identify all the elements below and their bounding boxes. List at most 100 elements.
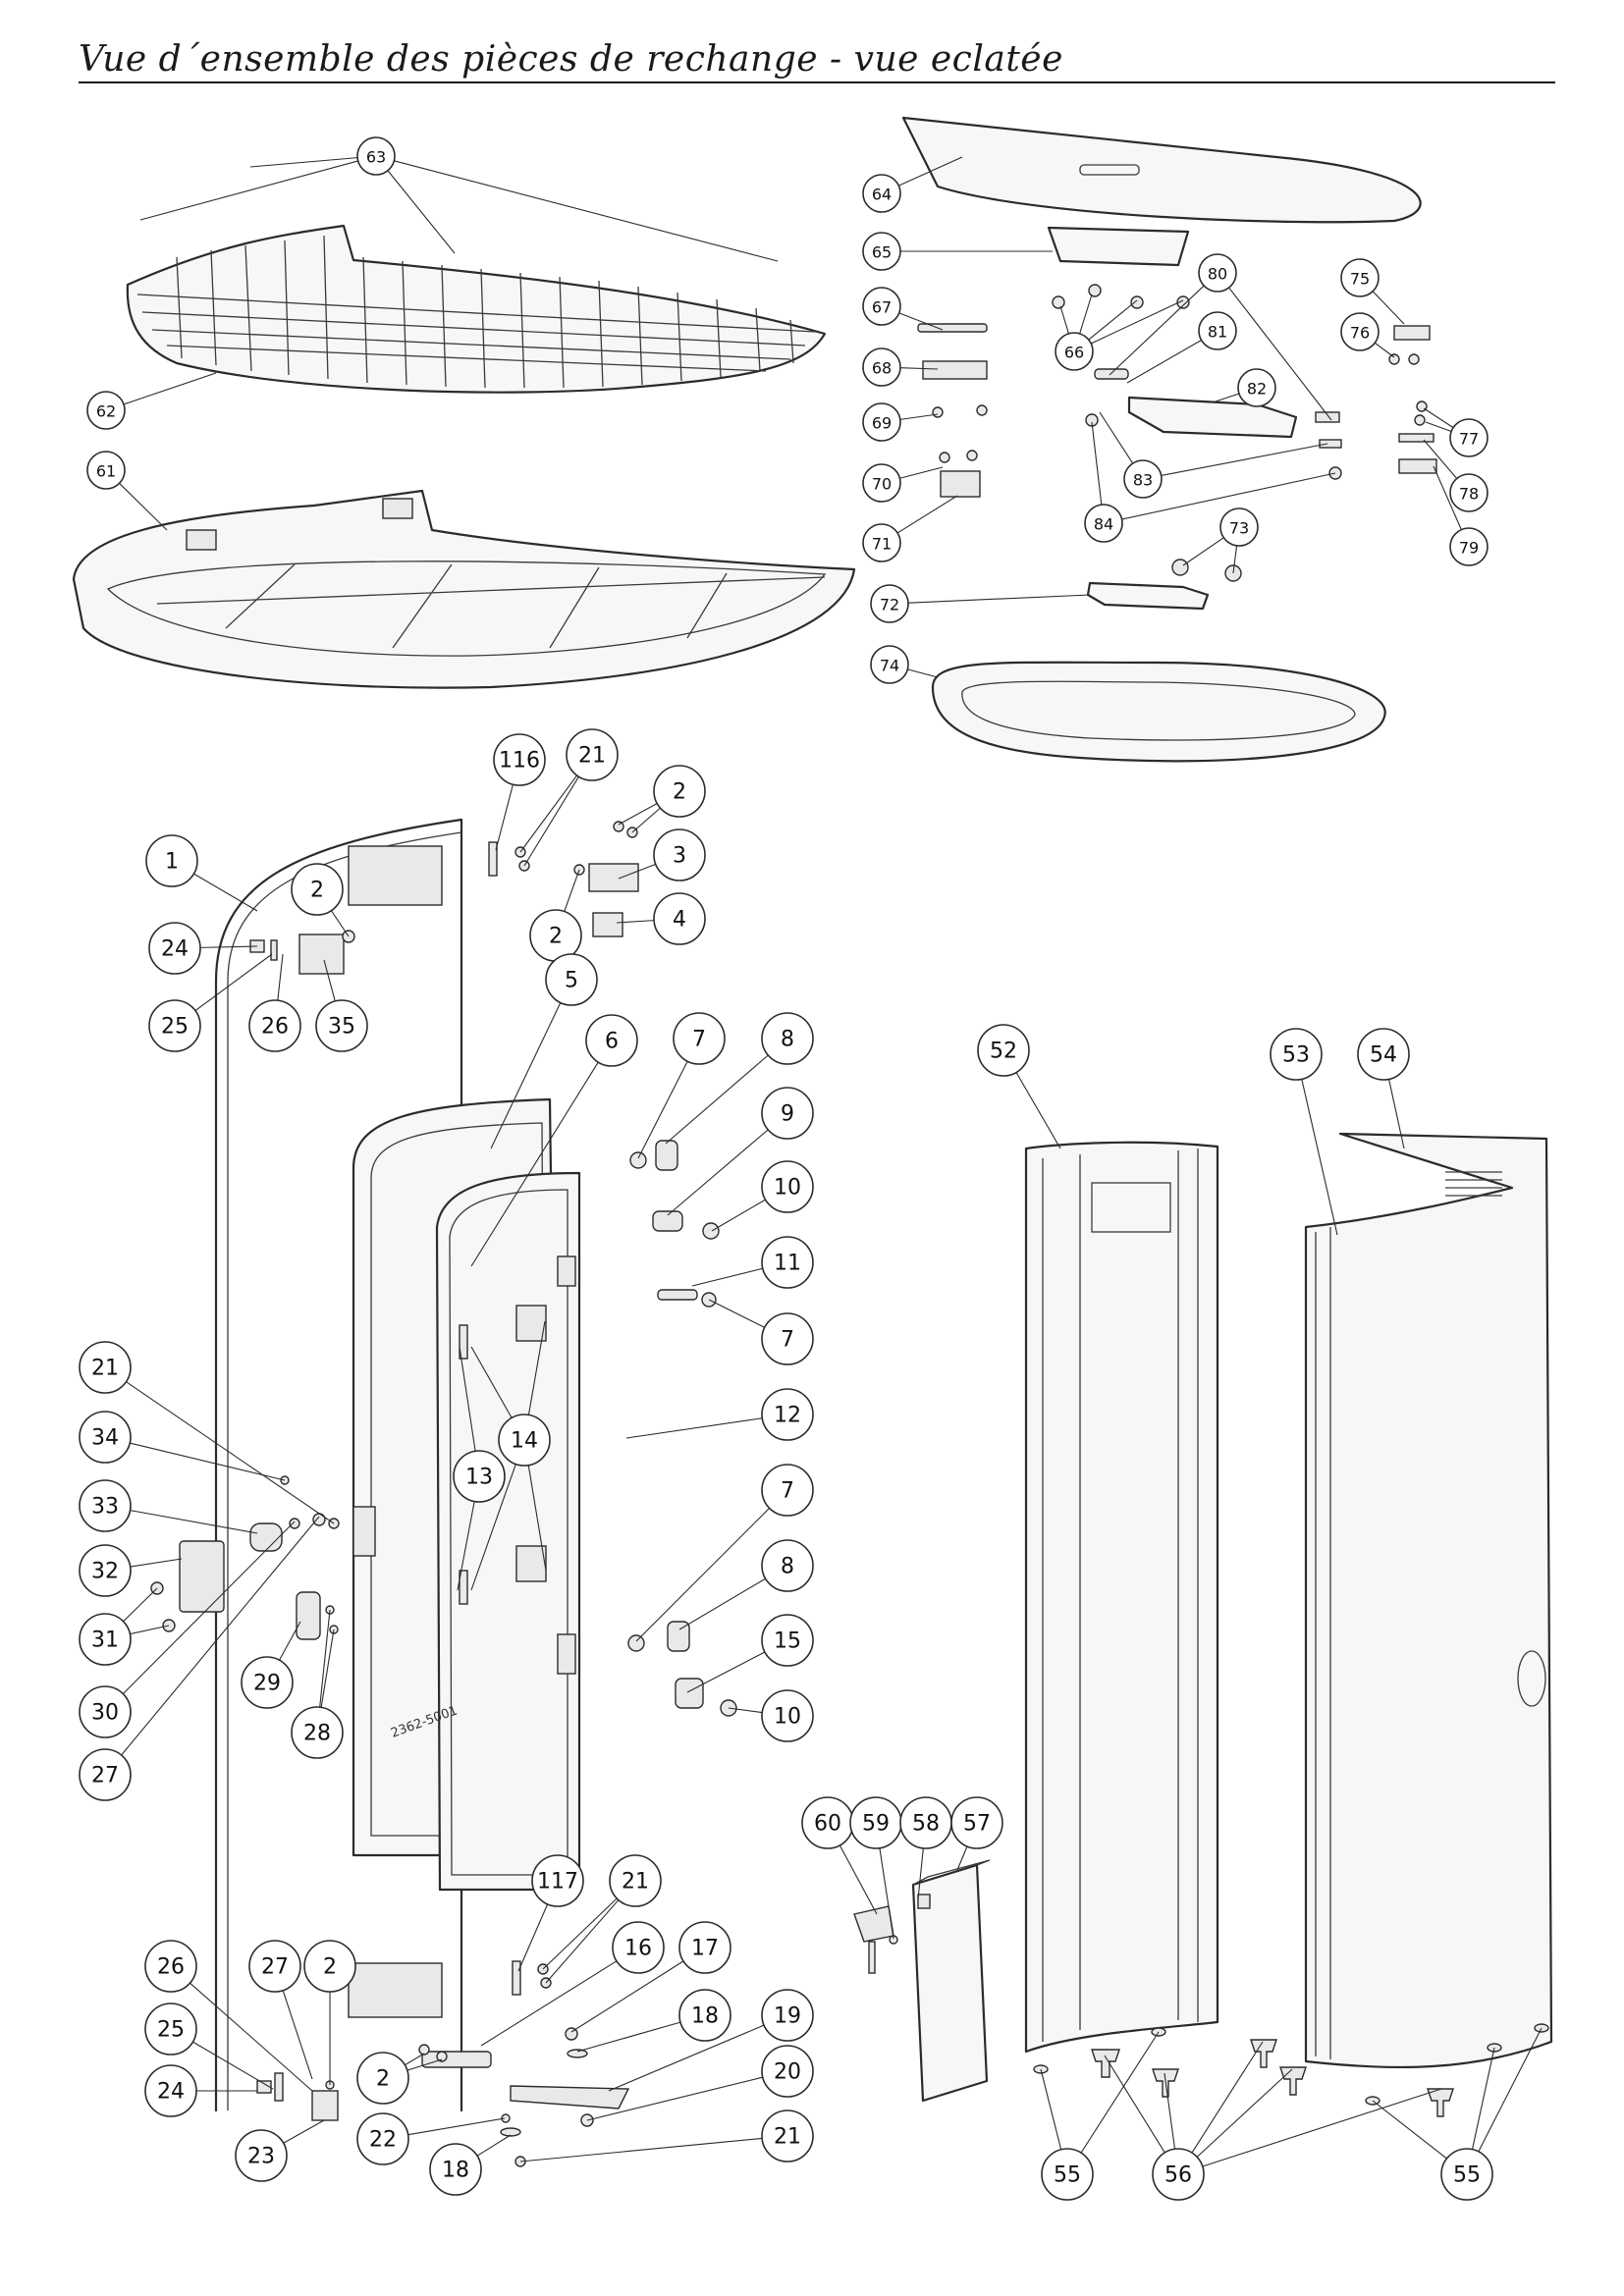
callout-circle — [761, 1236, 814, 1289]
leader-line-19 — [608, 2024, 765, 2092]
callout-label: 10 — [774, 1176, 801, 1201]
callout-label: 14 — [511, 1429, 538, 1454]
callout-circle — [653, 765, 706, 818]
leader-line-20 — [586, 2076, 763, 2121]
callout-label: 21 — [774, 2125, 801, 2150]
callout-circle — [248, 1940, 301, 1993]
part-66-screws — [1052, 284, 1190, 309]
callout-label: 11 — [774, 1252, 801, 1276]
callout-55: 55 — [1041, 2148, 1094, 2201]
callout-circle — [1449, 418, 1489, 457]
left-hardware — [150, 1475, 340, 1640]
callout-label: 23 — [247, 2145, 275, 2169]
part-65-box — [1047, 226, 1190, 267]
leader-line-63 — [139, 160, 358, 221]
callout-circle — [1041, 2148, 1094, 2201]
callout-3: 3 — [653, 828, 706, 881]
callout-label: 3 — [673, 844, 686, 869]
leader-line-2 — [330, 910, 350, 937]
callout-label: 20 — [774, 2060, 801, 2085]
callout-circle — [356, 2052, 409, 2105]
callout-label: 75 — [1350, 270, 1370, 289]
callout-circle — [1198, 253, 1237, 293]
leader-line-27 — [282, 1990, 313, 2080]
callout-circle — [79, 1411, 132, 1464]
leader-line-10 — [728, 1707, 763, 1714]
callout-label: 59 — [862, 1812, 890, 1837]
callout-label: 61 — [96, 462, 116, 481]
leader-line-25 — [194, 953, 273, 1012]
leader-line-16 — [480, 1960, 618, 2047]
part-72-bracket — [1086, 559, 1242, 611]
callout-circle — [356, 2112, 409, 2165]
callout-4: 4 — [653, 892, 706, 945]
leader-lines — [119, 156, 1543, 2167]
callout-label: 55 — [1054, 2163, 1081, 2188]
leader-line-7 — [708, 1299, 765, 1328]
callout-62: 62 — [86, 391, 126, 430]
callout-59: 59 — [849, 1796, 902, 1849]
leader-line-11 — [691, 1267, 763, 1287]
callout-circle — [761, 1388, 814, 1441]
leader-line-21 — [519, 2137, 763, 2163]
callout-20: 20 — [761, 2045, 814, 2098]
callout-circle — [303, 1940, 356, 1993]
leader-line-18 — [476, 2134, 512, 2157]
callout-label: 24 — [161, 937, 189, 962]
leader-line-70 — [899, 466, 944, 479]
callout-label: 34 — [91, 1426, 119, 1451]
leader-line-18 — [576, 2021, 681, 2053]
callout-26: 26 — [144, 1940, 197, 1993]
leader-line-21 — [545, 1899, 620, 1984]
callout-117: 117 — [531, 1854, 584, 1907]
leader-line-21 — [126, 1381, 335, 1524]
callout-circle — [148, 922, 201, 975]
callout-circle — [761, 1012, 814, 1065]
callout-label: 52 — [990, 1040, 1017, 1064]
leader-line-35 — [323, 959, 336, 1002]
callout-label: 2 — [673, 780, 686, 805]
callout-circle — [235, 2129, 288, 2182]
leader-line-66 — [1059, 305, 1069, 334]
leader-line-24 — [199, 945, 258, 948]
callout-66: 66 — [1055, 332, 1094, 371]
leader-line-10 — [711, 1199, 766, 1232]
callout-28: 28 — [291, 1706, 344, 1759]
bottom-hardware — [256, 1960, 630, 2167]
callout-label: 79 — [1459, 539, 1479, 558]
leader-line-23 — [283, 2119, 325, 2144]
callout-label: 18 — [442, 2159, 469, 2183]
leader-line-81 — [1126, 340, 1202, 384]
leader-line-64 — [898, 156, 963, 187]
callout-label: 67 — [872, 298, 892, 317]
callout-29: 29 — [241, 1656, 294, 1709]
callout-circle — [862, 232, 901, 271]
leader-line-13 — [459, 1346, 476, 1452]
callout-circle — [148, 999, 201, 1052]
leader-line-61 — [119, 482, 168, 531]
callout-label: 31 — [91, 1629, 119, 1653]
leader-line-28 — [319, 1609, 331, 1708]
callout-circle — [678, 1989, 731, 2042]
leader-line-56 — [1104, 2055, 1165, 2154]
callout-56: 56 — [1152, 2148, 1205, 2201]
callout-label: 54 — [1370, 1043, 1397, 1068]
callout-circle — [862, 347, 901, 387]
callout-116: 116 — [493, 733, 546, 786]
callout-circle — [144, 1940, 197, 1993]
callout-12: 12 — [761, 1388, 814, 1441]
leader-line-12 — [625, 1417, 763, 1439]
callout-circle — [531, 1854, 584, 1907]
leader-line-28 — [320, 1629, 335, 1708]
part-1-front-panel — [214, 818, 463, 2112]
callout-label: 66 — [1064, 344, 1084, 362]
leader-line-117 — [517, 1903, 549, 1972]
leader-line-62 — [123, 372, 217, 405]
leader-line-83 — [1099, 411, 1134, 464]
leader-line-3 — [618, 863, 656, 880]
callout-68: 68 — [862, 347, 901, 387]
callout-circle — [1198, 311, 1237, 350]
leader-line-30 — [122, 1521, 296, 1694]
callout-label: 2 — [323, 1955, 337, 1980]
